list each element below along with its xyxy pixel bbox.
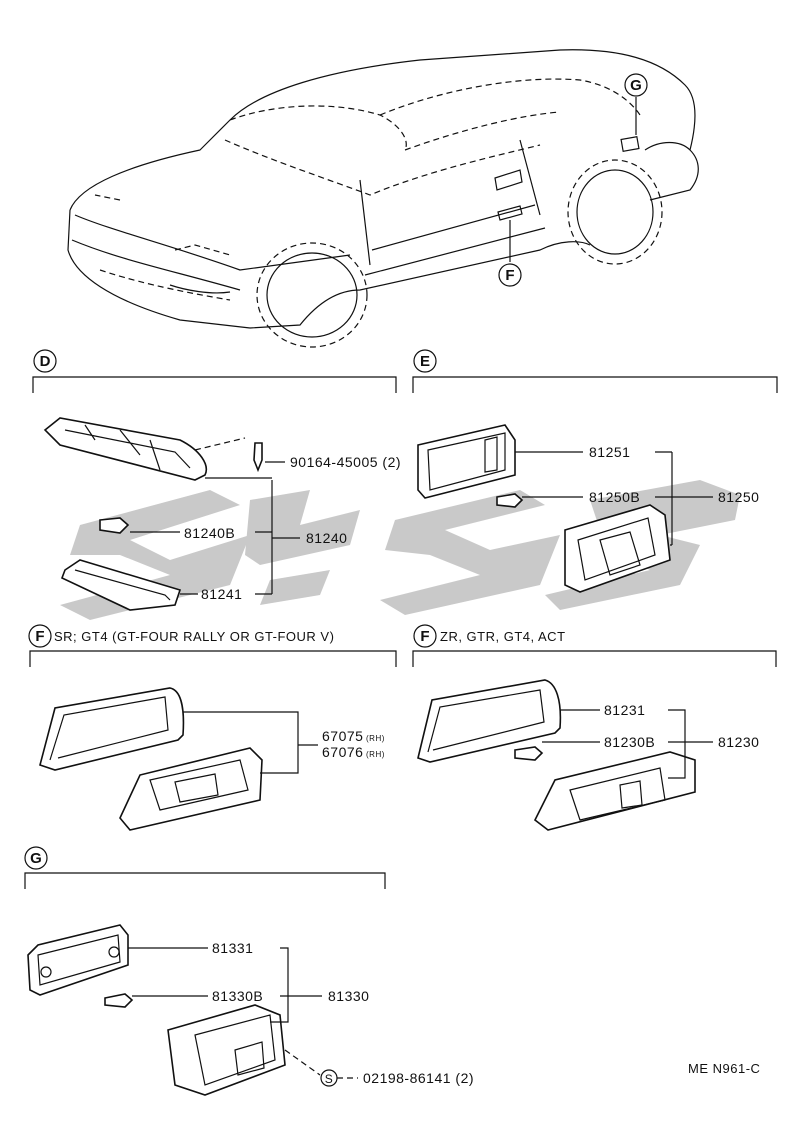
part-label-e-lens: 81251 xyxy=(589,444,630,460)
part-label-d-screw: 90164-45005 (2) xyxy=(290,454,401,470)
callout-f-letter: F xyxy=(505,267,514,284)
car-illustration xyxy=(67,49,699,348)
part-label-f2-lens: 81231 xyxy=(604,702,645,718)
part-label-g-lamp: 81330 xyxy=(328,988,369,1004)
section-f1-title: SR; GT4 (GT-FOUR RALLY OR GT-FOUR V) xyxy=(54,629,334,644)
section-e: E 81251 81250B 81250 xyxy=(412,349,778,593)
section-f-right: F ZR, GTR, GT4, ACT 81231 81230B 81230 xyxy=(412,624,777,831)
section-f1-letter: F xyxy=(35,628,44,645)
section-g-letter: G xyxy=(30,850,42,867)
callout-f: F xyxy=(498,263,522,287)
part-label-f1-lamp-b: 67076 xyxy=(322,744,363,760)
section-d-letter: D xyxy=(40,353,51,370)
callout-g: G xyxy=(624,73,648,97)
part-label-e-lamp: 81250 xyxy=(718,489,759,505)
screw-symbol: S xyxy=(325,1072,334,1086)
callout-g-letter: G xyxy=(630,77,642,94)
section-f2-title: ZR, GTR, GT4, ACT xyxy=(440,629,566,644)
part-label-f1-lamp-a: 67075 xyxy=(322,728,363,744)
reference-code: ME N961-C xyxy=(688,1061,760,1076)
part-label-d-lamp: 81240 xyxy=(306,530,347,546)
part-label-d-lens: 81241 xyxy=(201,586,242,602)
part-label-g-bulb: 81330B xyxy=(212,988,263,1004)
part-label-e-bulb: 81250B xyxy=(589,489,640,505)
section-g: G S 81331 81330B 81330 02198-86141 (2) xyxy=(24,846,474,1096)
section-f-left: F SR; GT4 (GT-FOUR RALLY OR GT-FOUR V) 6… xyxy=(28,624,397,831)
section-f2-letter: F xyxy=(420,628,429,645)
part-label-f1-lamp-a-side: (RH) xyxy=(366,734,385,743)
part-label-f2-lamp: 81230 xyxy=(718,734,759,750)
part-label-f1-lamp-b-side: (RH) xyxy=(366,750,385,759)
part-label-g-lens: 81331 xyxy=(212,940,253,956)
section-d: D 90164-45005 (2) 81240B 81240 81241 xyxy=(32,349,401,611)
part-label-g-screw: 02198-86141 (2) xyxy=(363,1070,474,1086)
section-e-letter: E xyxy=(420,353,430,370)
part-label-d-bulb: 81240B xyxy=(184,525,235,541)
part-label-f2-bulb: 81230B xyxy=(604,734,655,750)
